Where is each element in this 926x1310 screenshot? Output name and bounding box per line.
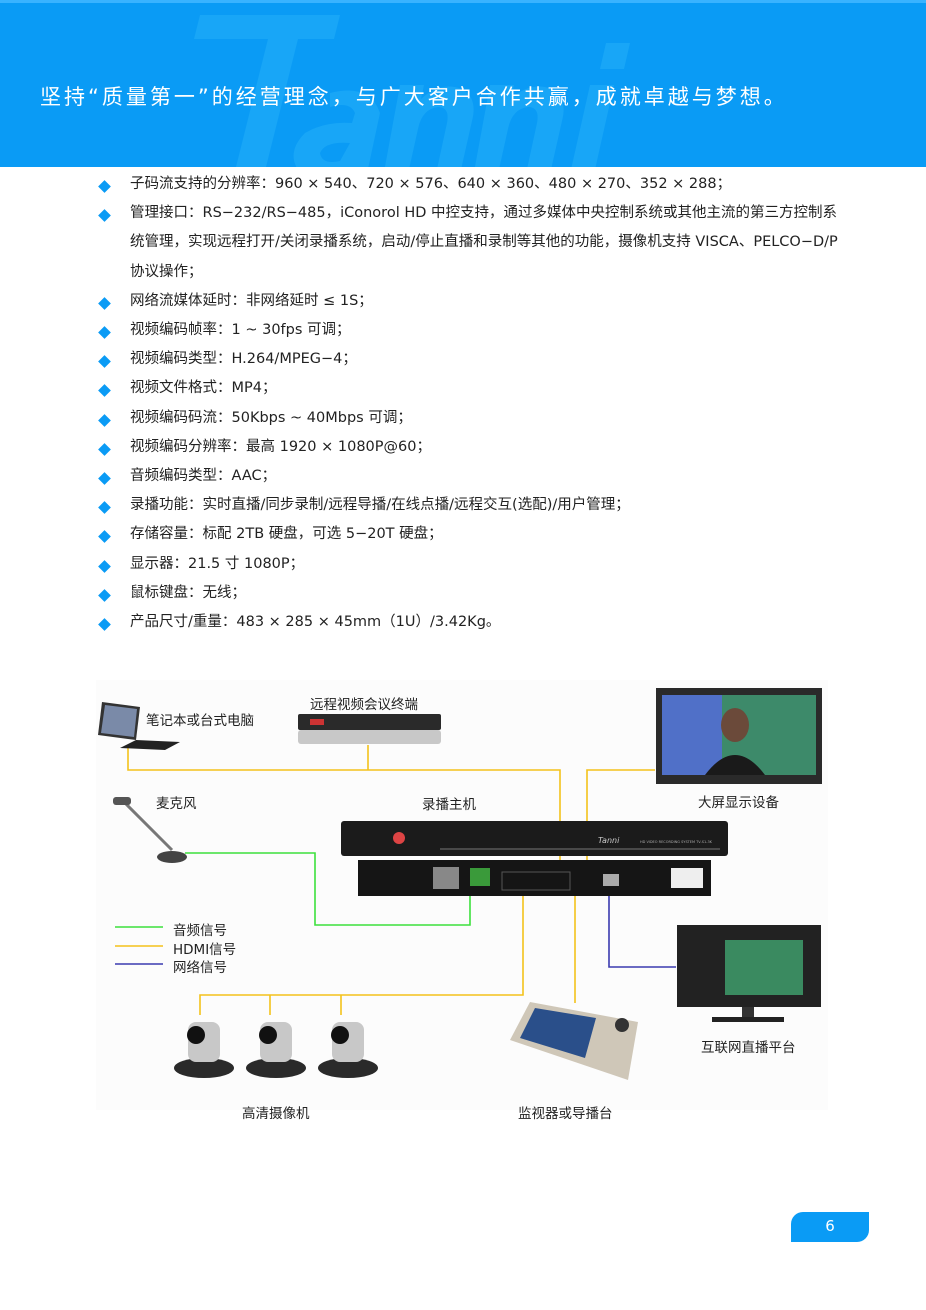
spec-item: 存储容量：标配 2TB 硬盘，可选 5−20T 硬盘； <box>98 520 838 549</box>
label-live-platform: 互联网直播平台 <box>701 1040 796 1056</box>
legend-hdmi: HDMI信号 <box>173 942 237 958</box>
spec-text: 录播功能：实时直播/同步录制/远程导播/在线点播/远程交互(选配)/用户管理； <box>130 497 630 514</box>
label-recorder: 录播主机 <box>422 797 476 813</box>
spec-item: 显示器：21.5 寸 1080P； <box>98 550 838 579</box>
director-console-image <box>510 1002 638 1080</box>
spec-item: 视频编码类型：H.264/MPEG−4； <box>98 345 838 374</box>
spec-text: 视频文件格式：MP4； <box>130 380 277 397</box>
spec-item: 管理接口：RS−232/RS−485，iConorol HD 中控支持，通过多媒… <box>98 199 838 287</box>
camera-images <box>174 1022 378 1078</box>
spec-text: 视频编码码流：50Kbps ~ 40Mbps 可调； <box>130 409 412 426</box>
spec-text: 音频编码类型：AAC； <box>130 468 277 485</box>
spec-text: 子码流支持的分辨率：960 × 540、720 × 576、640 × 360、… <box>130 176 732 192</box>
recorder-image: Tanni HD VIDEO RECORDING SYSTEM TV-S1-3K <box>341 821 728 896</box>
spec-item: 网络流媒体延时：非网络延时 ≤ 1S； <box>98 287 838 316</box>
spec-item: 视频文件格式：MP4； <box>98 374 838 403</box>
spec-text: 显示器：21.5 寸 1080P； <box>130 555 305 572</box>
laptop-image <box>98 702 180 750</box>
spec-text: 视频编码类型：H.264/MPEG−4； <box>130 351 357 368</box>
label-camera: 高清摄像机 <box>242 1106 310 1122</box>
live-platform-monitor-image <box>677 925 821 1022</box>
spec-text: 视频编码帧率：1 ~ 30fps 可调； <box>130 322 351 339</box>
video-conference-terminal-image <box>298 714 441 744</box>
spec-list: 子码流支持的分辨率：960 × 540、720 × 576、640 × 360、… <box>98 170 838 637</box>
spec-item: 产品尺寸/重量：483 × 285 × 45mm（1U）/3.42Kg。 <box>98 608 838 637</box>
header-banner: 坚持“质量第一”的经营理念，与广大客户合作共赢，成就卓越与梦想。 <box>0 0 926 167</box>
recorder-model: HD VIDEO RECORDING SYSTEM TV-S1-3K <box>640 840 713 844</box>
slogan: 坚持“质量第一”的经营理念，与广大客户合作共赢，成就卓越与梦想。 <box>40 85 788 109</box>
spec-text: 存储容量：标配 2TB 硬盘，可选 5−20T 硬盘； <box>130 526 443 543</box>
spec-item: 鼠标键盘：无线； <box>98 579 838 608</box>
label-display: 大屏显示设备 <box>698 795 779 811</box>
watermark-logo <box>194 15 630 167</box>
legend-network: 网络信号 <box>173 960 227 976</box>
spec-text: 产品尺寸/重量：483 × 285 × 45mm（1U）/3.42Kg。 <box>130 614 501 631</box>
large-display-image <box>656 688 822 784</box>
spec-item: 录播功能：实时直播/同步录制/远程导播/在线点播/远程交互(选配)/用户管理； <box>98 491 838 520</box>
label-laptop: 笔记本或台式电脑 <box>146 713 254 729</box>
hdmi-line-cameras <box>199 893 576 1015</box>
label-video-conference: 远程视频会议终端 <box>310 697 418 713</box>
spec-text: 网络流媒体延时：非网络延时 ≤ 1S； <box>130 292 373 309</box>
audio-line <box>185 852 471 926</box>
label-monitor: 监视器或导播台 <box>518 1106 613 1122</box>
page-number: 6 <box>791 1212 869 1242</box>
legend-audio: 音频信号 <box>173 923 227 939</box>
spec-item: 视频编码帧率：1 ~ 30fps 可调； <box>98 316 838 345</box>
spec-text: 鼠标键盘：无线； <box>130 584 246 601</box>
label-microphone: 麦克风 <box>156 796 197 812</box>
recorder-brand: Tanni <box>598 836 620 845</box>
spec-item: 音频编码类型：AAC； <box>98 462 838 491</box>
spec-item: 子码流支持的分辨率：960 × 540、720 × 576、640 × 360、… <box>98 170 838 199</box>
network-line <box>608 893 676 968</box>
spec-text: 视频编码分辨率：最高 1920 × 1080P@60； <box>130 438 431 455</box>
spec-item: 视频编码码流：50Kbps ~ 40Mbps 可调； <box>98 404 838 433</box>
spec-text: 管理接口：RS−232/RS−485，iConorol HD 中控支持，通过多媒… <box>130 205 838 280</box>
spec-item: 视频编码分辨率：最高 1920 × 1080P@60； <box>98 433 838 462</box>
microphone-image <box>113 797 187 863</box>
